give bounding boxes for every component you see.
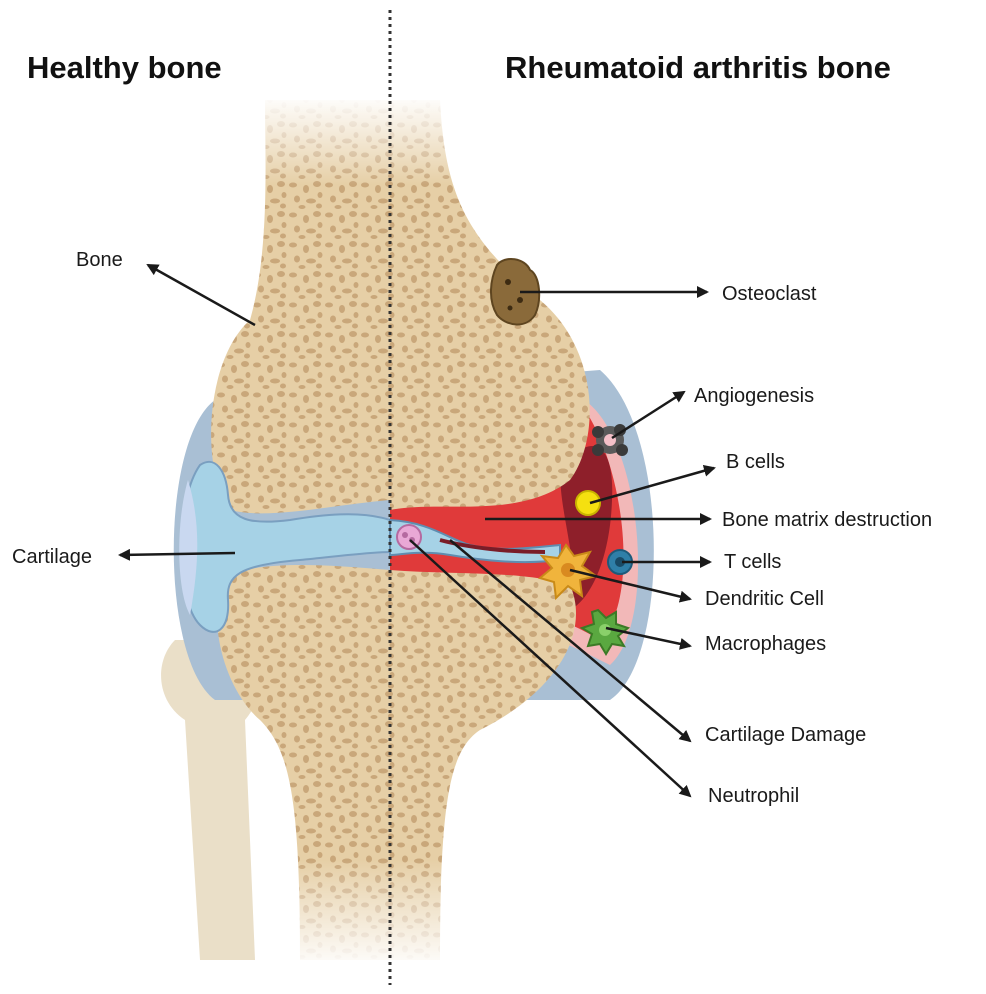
- label-cartilage-damage: Cartilage Damage: [705, 723, 866, 747]
- title-ra-bone: Rheumatoid arthritis bone: [505, 50, 891, 86]
- label-t-cells: T cells: [724, 550, 781, 574]
- tibia: [217, 565, 576, 970]
- label-cartilage: Cartilage: [12, 545, 92, 569]
- angiogenesis-cluster: [592, 424, 628, 456]
- label-angiogenesis: Angiogenesis: [694, 384, 814, 408]
- arrow-bone: [148, 265, 255, 325]
- label-b-cells: B cells: [726, 450, 785, 474]
- label-bone-matrix-destruction: Bone matrix destruction: [722, 508, 932, 532]
- label-macrophages: Macrophages: [705, 632, 826, 656]
- label-neutrophil: Neutrophil: [708, 784, 799, 808]
- label-dendritic-cell: Dendritic Cell: [705, 587, 824, 611]
- title-healthy-bone: Healthy bone: [27, 50, 222, 86]
- label-osteoclast: Osteoclast: [722, 282, 816, 306]
- b-cell: [576, 491, 600, 515]
- label-bone: Bone: [76, 248, 123, 272]
